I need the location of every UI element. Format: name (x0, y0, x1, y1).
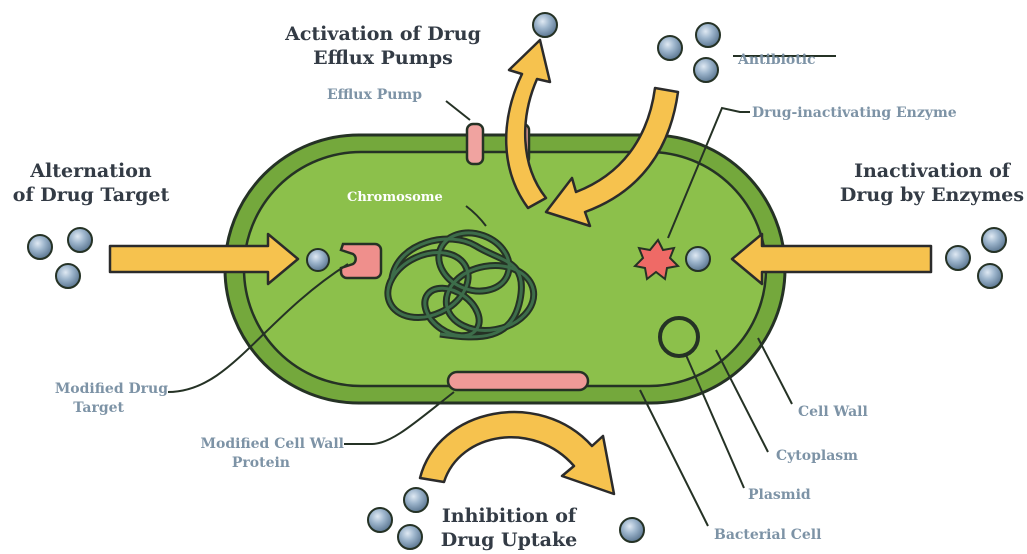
molecule (694, 58, 718, 82)
label-plasmid: Plasmid (748, 486, 811, 505)
arrow-left-inward (110, 234, 298, 284)
modified-cell-wall-protein-icon (448, 372, 588, 390)
arrow-uptake-blocked (420, 412, 614, 494)
label-cytoplasm: Cytoplasm (776, 447, 858, 466)
molecule (982, 228, 1006, 252)
molecule (56, 264, 80, 288)
label-bacterial-cell: Bacterial Cell (714, 526, 821, 545)
molecule (686, 247, 710, 271)
molecule (368, 508, 392, 532)
arrow-right-inward (732, 234, 931, 284)
label-efflux-pump: Efflux Pump (327, 86, 422, 105)
molecule (533, 13, 557, 37)
label-chromosome: Chromosome (347, 190, 443, 205)
molecule (978, 264, 1002, 288)
label-drug-inactivating-enzyme: Drug-inactivating Enzyme (752, 104, 957, 123)
label-antibiotic: Antibiotic (738, 51, 816, 70)
molecule (658, 36, 682, 60)
label-cell-wall: Cell Wall (798, 403, 868, 422)
molecule (620, 518, 644, 542)
molecule (68, 228, 92, 252)
molecule (398, 525, 422, 549)
molecule (28, 235, 52, 259)
molecule (946, 246, 970, 270)
molecule (404, 488, 428, 512)
molecule (696, 23, 720, 47)
molecule (307, 249, 329, 271)
